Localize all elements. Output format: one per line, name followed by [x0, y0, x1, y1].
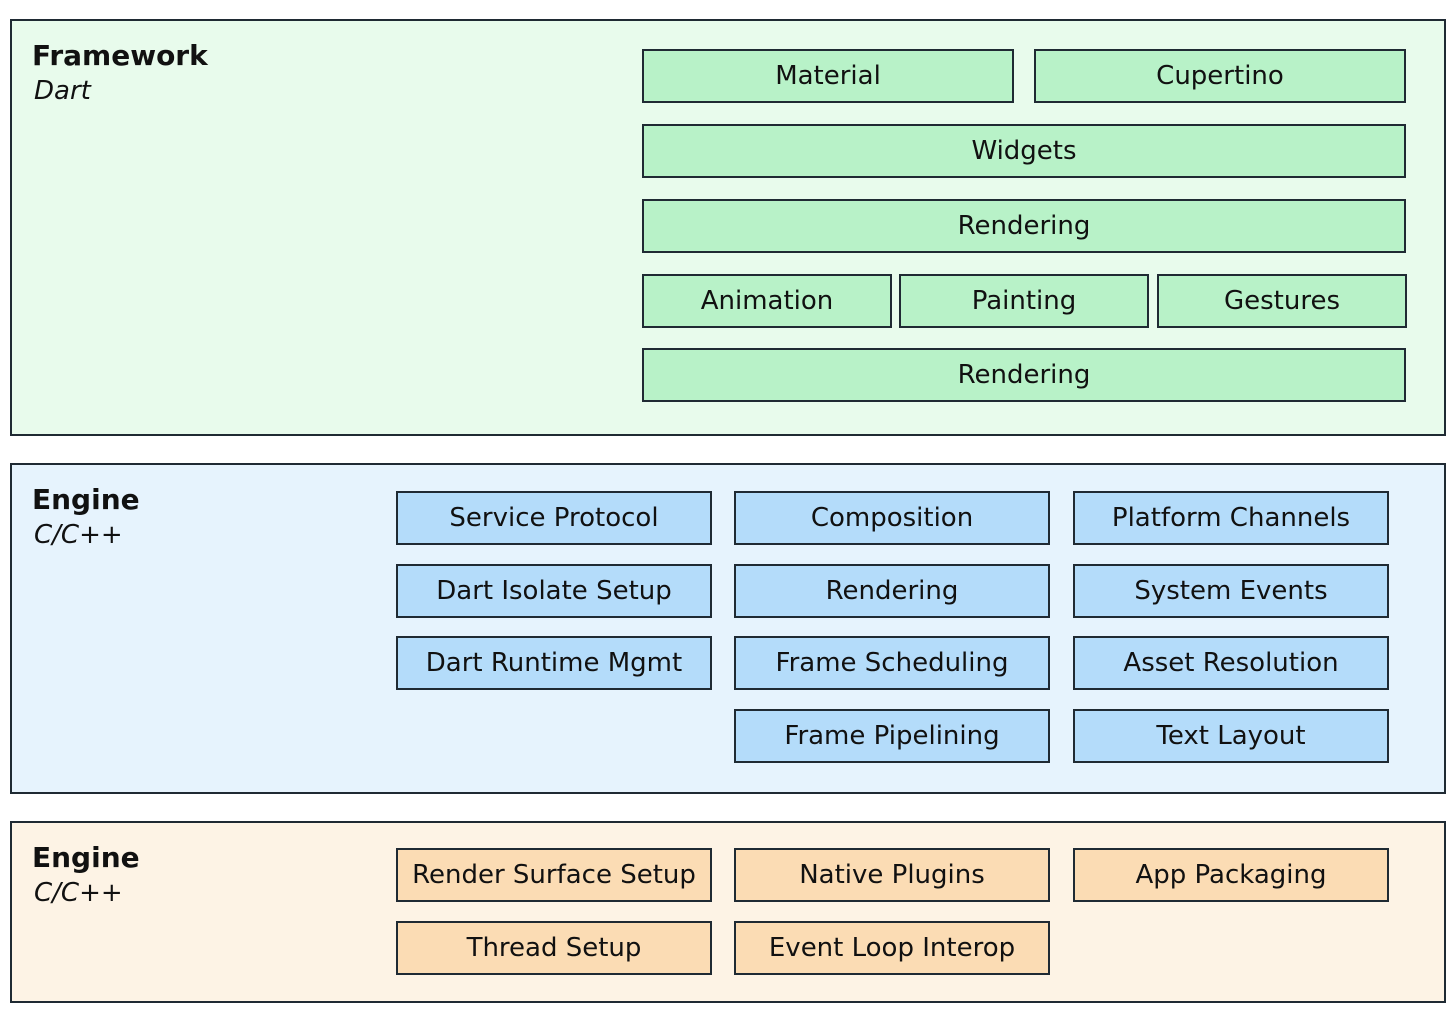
embedder-box-event-loop-interop: Event Loop Interop — [734, 921, 1050, 975]
framework-box-cupertino: Cupertino — [1034, 49, 1406, 103]
framework-box-animation: Animation — [642, 274, 892, 328]
embedder-layer-title: Engine — [32, 841, 140, 874]
embedder-box-render-surface-setup: Render Surface Setup — [396, 848, 712, 902]
engine-layer-title: Engine — [32, 483, 140, 516]
embedder-box-native-plugins: Native Plugins — [734, 848, 1050, 902]
framework-box-widgets: Widgets — [642, 124, 1406, 178]
engine-box-system-events: System Events — [1073, 564, 1389, 618]
framework-box-gestures: Gestures — [1157, 274, 1407, 328]
engine-box-frame-scheduling: Frame Scheduling — [734, 636, 1050, 690]
embedder-box-thread-setup: Thread Setup — [396, 921, 712, 975]
engine-box-dart-runtime-mgmt: Dart Runtime Mgmt — [396, 636, 712, 690]
framework-box-painting: Painting — [899, 274, 1149, 328]
engine-box-service-protocol: Service Protocol — [396, 491, 712, 545]
engine-box-frame-pipelining: Frame Pipelining — [734, 709, 1050, 763]
engine-box-rendering: Rendering — [734, 564, 1050, 618]
embedder-box-app-packaging: App Packaging — [1073, 848, 1389, 902]
engine-box-dart-isolate-setup: Dart Isolate Setup — [396, 564, 712, 618]
framework-box-material: Material — [642, 49, 1014, 103]
engine-box-platform-channels: Platform Channels — [1073, 491, 1389, 545]
framework-layer-subtitle: Dart — [34, 76, 91, 106]
framework-layer-title: Framework — [32, 39, 208, 72]
engine-box-composition: Composition — [734, 491, 1050, 545]
engine-box-text-layout: Text Layout — [1073, 709, 1389, 763]
framework-box-rendering-base: Rendering — [642, 348, 1406, 402]
framework-box-rendering: Rendering — [642, 199, 1406, 253]
embedder-layer-subtitle: C/C++ — [34, 878, 123, 908]
engine-layer-subtitle: C/C++ — [34, 520, 123, 550]
engine-box-asset-resolution: Asset Resolution — [1073, 636, 1389, 690]
